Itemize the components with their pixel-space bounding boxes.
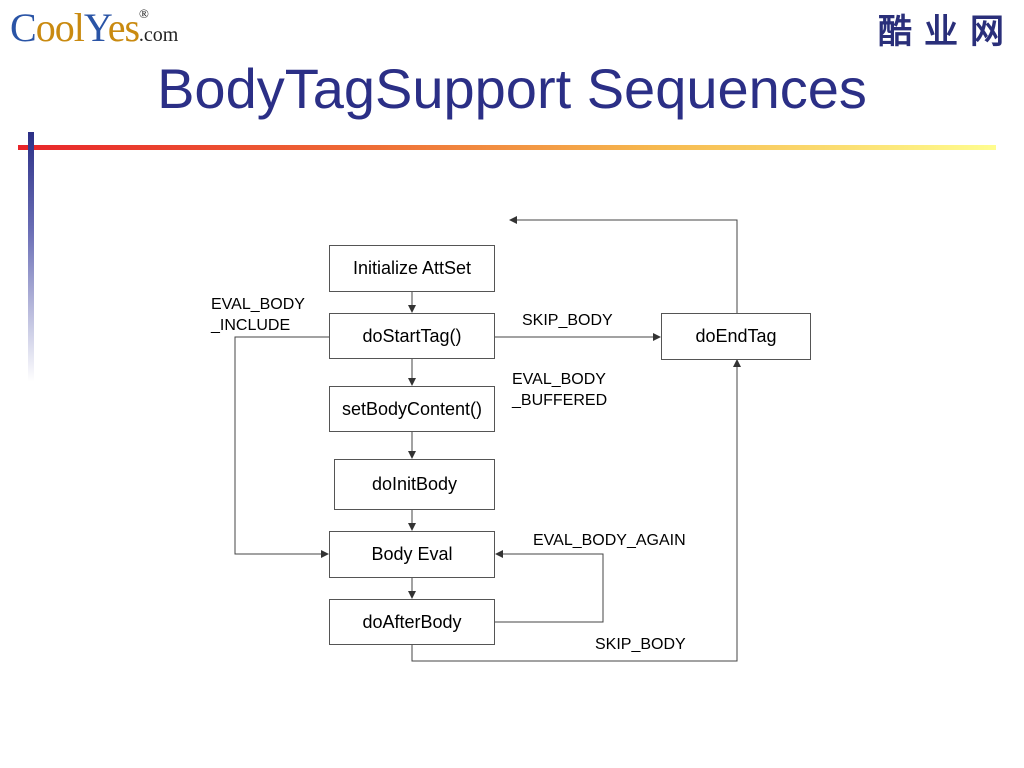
arrow-after-to-end bbox=[411, 359, 741, 662]
arrow-after-loop-to-eval bbox=[495, 550, 604, 623]
node-body-eval: Body Eval bbox=[329, 531, 495, 578]
label-eval-body-buffered: EVAL_BODY _BUFFERED bbox=[512, 369, 607, 411]
node-setbodycontent: setBodyContent() bbox=[329, 386, 495, 432]
label-eval-body-again: EVAL_BODY_AGAIN bbox=[533, 532, 686, 549]
title-underline-bar bbox=[18, 145, 996, 150]
label-eval-body-include-line2: _INCLUDE bbox=[211, 317, 291, 334]
logo-domain: .com bbox=[138, 24, 179, 46]
logo-registered-mark: ® bbox=[139, 6, 149, 21]
node-doafterbody: doAfterBody bbox=[329, 599, 495, 645]
logo-letter-y: Y bbox=[83, 5, 109, 50]
left-accent-bar bbox=[28, 132, 34, 382]
label-skip-body-bottom: SKIP_BODY bbox=[595, 636, 686, 653]
coolyes-logo: CoolYes® .com bbox=[10, 4, 188, 50]
logo-letters-ool: ool bbox=[35, 5, 85, 50]
arrow-end-return bbox=[509, 216, 738, 313]
label-eval-body-include: EVAL_BODY _INCLUDE bbox=[211, 294, 305, 336]
label-skip-body-top: SKIP_BODY bbox=[522, 312, 613, 329]
node-doendtag: doEndTag bbox=[661, 313, 811, 360]
label-eval-body-buffered-line2: _BUFFERED bbox=[512, 392, 608, 409]
label-eval-body-include-line1: EVAL_BODY bbox=[211, 296, 305, 313]
node-initialize-attset: Initialize AttSet bbox=[329, 245, 495, 292]
logo-letter-c: C bbox=[10, 5, 37, 50]
slide-title: BodyTagSupport Sequences bbox=[157, 57, 867, 120]
node-doinitbody: doInitBody bbox=[334, 459, 495, 510]
node-dostarttag: doStartTag() bbox=[329, 313, 495, 359]
brand-chinese-name: 酷业网 bbox=[878, 12, 1016, 52]
label-eval-body-buffered-line1: EVAL_BODY bbox=[512, 371, 606, 388]
arrow-include-to-eval bbox=[234, 336, 329, 558]
logo-letters-es: es bbox=[107, 5, 140, 50]
